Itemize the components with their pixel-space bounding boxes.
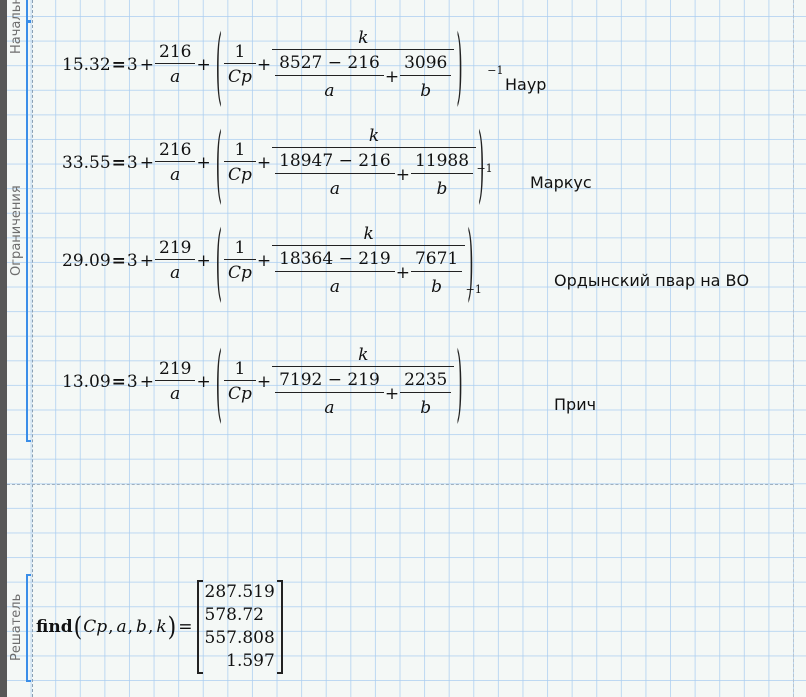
solver-find-expression[interactable]: find ( Cp , a , b , k ) = 287.519 578.72… xyxy=(36,580,283,674)
note-label-1[interactable]: Наур xyxy=(505,75,547,94)
left-paren: ( xyxy=(215,15,222,115)
plus-sign: + xyxy=(196,372,211,392)
equals-sign: = xyxy=(111,153,126,173)
note-label-4[interactable]: Прич xyxy=(554,395,597,414)
left-margin-strip xyxy=(0,0,7,697)
note-label-2[interactable]: Маркус xyxy=(530,173,592,192)
worksheet-grid xyxy=(7,0,806,697)
plus-sign: + xyxy=(139,251,154,271)
left-paren: ( xyxy=(215,113,222,213)
exponent: −1 xyxy=(476,162,493,175)
region-label-start-values[interactable]: Начальные значения xyxy=(9,0,24,54)
right-paren: ) xyxy=(456,15,463,115)
region-bracket-start[interactable] xyxy=(26,0,31,22)
constant: 3 xyxy=(126,251,138,271)
arg-k: k xyxy=(156,617,167,637)
plus-sign: + xyxy=(139,55,154,75)
region-label-solver[interactable]: Решатель xyxy=(9,593,24,661)
constant: 3 xyxy=(126,55,138,75)
plus-sign: + xyxy=(256,251,272,271)
lhs-value: 13.09 xyxy=(62,372,111,392)
exponent: −1 xyxy=(487,64,504,77)
left-page-margin xyxy=(32,0,33,697)
exponent: −1 xyxy=(465,283,482,296)
right-paren: ) xyxy=(467,211,474,311)
plus-sign: + xyxy=(196,55,211,75)
equals-sign: = xyxy=(111,55,126,75)
plus-sign: + xyxy=(256,55,272,75)
right-paren: ) xyxy=(167,612,177,642)
plus-sign: + xyxy=(256,153,272,173)
plus-sign: + xyxy=(256,372,272,392)
right-paren: ) xyxy=(478,113,485,213)
region-bracket-constraints[interactable] xyxy=(26,21,31,442)
right-page-boundary xyxy=(793,0,794,697)
lhs-value: 33.55 xyxy=(62,153,111,173)
result-cp: 287.519 xyxy=(204,582,275,602)
plus-sign: + xyxy=(196,153,211,173)
left-paren: ( xyxy=(215,211,222,311)
plus-sign: + xyxy=(139,153,154,173)
plus-sign: + xyxy=(139,372,154,392)
arg-b: b xyxy=(136,617,147,637)
page-break-line xyxy=(7,484,793,485)
constant: 3 xyxy=(126,153,138,173)
plus-sign: + xyxy=(196,251,211,271)
region-label-constraints[interactable]: Ограничения xyxy=(9,185,24,276)
result-b: 557.808 xyxy=(204,628,275,648)
result-a: 578.72 xyxy=(204,605,264,625)
left-paren: ( xyxy=(215,332,222,432)
arg-cp: Cp xyxy=(83,617,108,637)
result-matrix: 287.519 578.72 557.808 1.597 xyxy=(196,580,283,674)
arg-a: a xyxy=(116,617,127,637)
region-bracket-solver[interactable] xyxy=(26,574,31,682)
note-label-3[interactable]: Ордынский пвар на ВО xyxy=(554,271,750,290)
find-function: find xyxy=(36,617,73,637)
equals-sign: = xyxy=(111,372,126,392)
right-paren: ) xyxy=(456,332,463,432)
lhs-value: 29.09 xyxy=(62,251,111,271)
equals-sign: = xyxy=(178,617,193,637)
constant: 3 xyxy=(126,372,138,392)
lhs-value: 15.32 xyxy=(62,55,111,75)
left-paren: ( xyxy=(73,612,83,642)
equals-sign: = xyxy=(111,251,126,271)
result-k: 1.597 xyxy=(226,651,275,671)
